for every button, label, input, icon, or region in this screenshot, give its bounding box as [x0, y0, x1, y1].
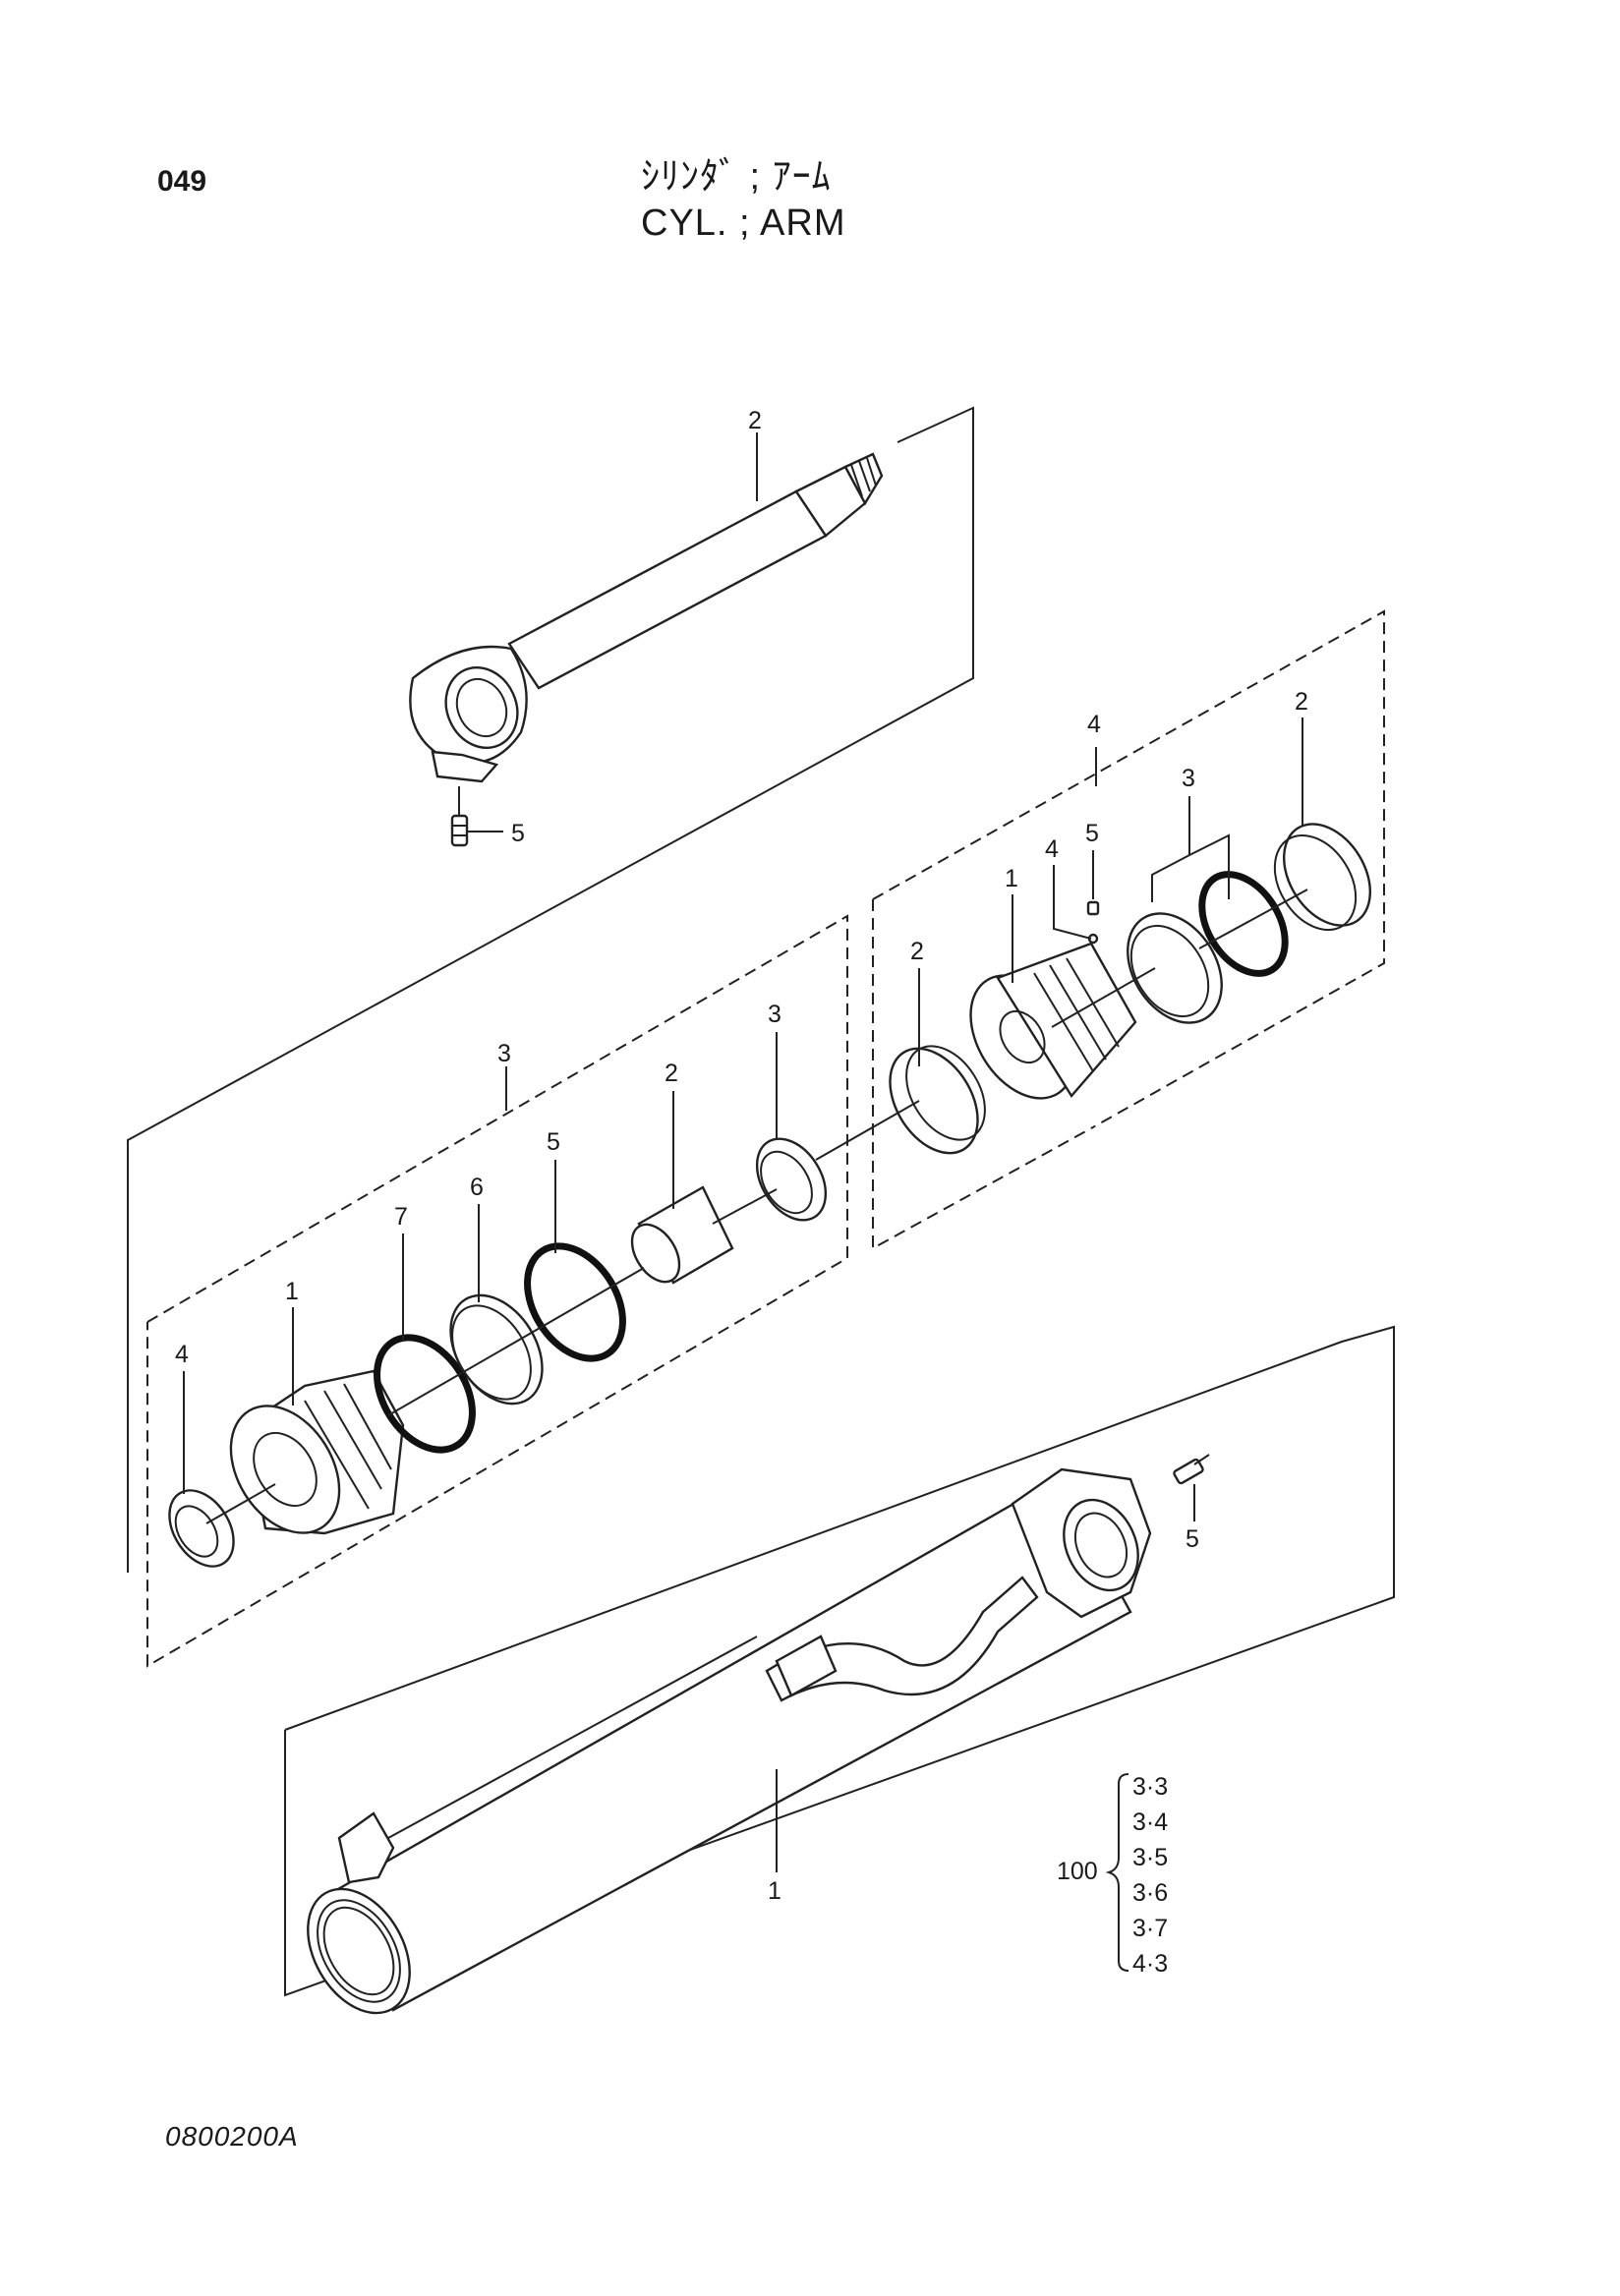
label-piston-ring-2-left: 2 — [910, 938, 924, 965]
title-english: CYL. ; ARM — [641, 202, 846, 244]
label-piston-ring-2-right: 2 — [1295, 688, 1308, 716]
model-item: 4·3 — [1132, 1950, 1168, 1978]
label-head-1: 1 — [285, 1278, 299, 1305]
piston-assembly — [815, 609, 1385, 1250]
label-piston-seal-3: 3 — [1182, 765, 1195, 792]
model-item: 3·5 — [1132, 1844, 1168, 1871]
label-piston-ball-4: 4 — [1045, 835, 1059, 863]
label-head-assy-3: 3 — [497, 1040, 511, 1067]
model-item: 3·3 — [1132, 1773, 1168, 1801]
cylinder-head-assembly — [146, 914, 848, 1668]
label-rod-2: 2 — [748, 407, 762, 434]
label-piston-screw-5: 5 — [1085, 820, 1099, 847]
label-head-seal-3: 3 — [768, 1001, 781, 1028]
label-tube-1: 1 — [768, 1877, 781, 1905]
label-tube-fitting-5: 5 — [1186, 1525, 1199, 1553]
title-japanese: ｼﾘﾝﾀﾞ ; ｱｰﾑ — [641, 156, 832, 198]
label-head-oring-5: 5 — [547, 1128, 560, 1156]
page-number: 049 — [157, 165, 207, 198]
model-item: 3·7 — [1132, 1915, 1168, 1942]
model-item: 3·4 — [1132, 1808, 1168, 1836]
piston-rod — [127, 406, 974, 1573]
drawing-code: 0800200A — [165, 2121, 299, 2152]
model-item: 3·6 — [1132, 1879, 1168, 1907]
applicability-prefix: 100 — [1057, 1858, 1098, 1885]
label-head-ring-6: 6 — [470, 1174, 484, 1201]
applicability-brace — [1105, 1773, 1129, 1972]
applicability-list: 100 3·3 3·4 3·5 3·6 3·7 4·3 — [1057, 1773, 1168, 1978]
label-head-bushing-2: 2 — [665, 1060, 678, 1087]
label-piston-assy-4: 4 — [1087, 711, 1101, 738]
label-head-ring-4: 4 — [175, 1341, 189, 1368]
label-head-oring-7: 7 — [394, 1203, 408, 1231]
cylinder-tube — [284, 1325, 1395, 2015]
label-piston-1: 1 — [1005, 865, 1018, 892]
label-rod-fitting-5: 5 — [511, 820, 525, 847]
